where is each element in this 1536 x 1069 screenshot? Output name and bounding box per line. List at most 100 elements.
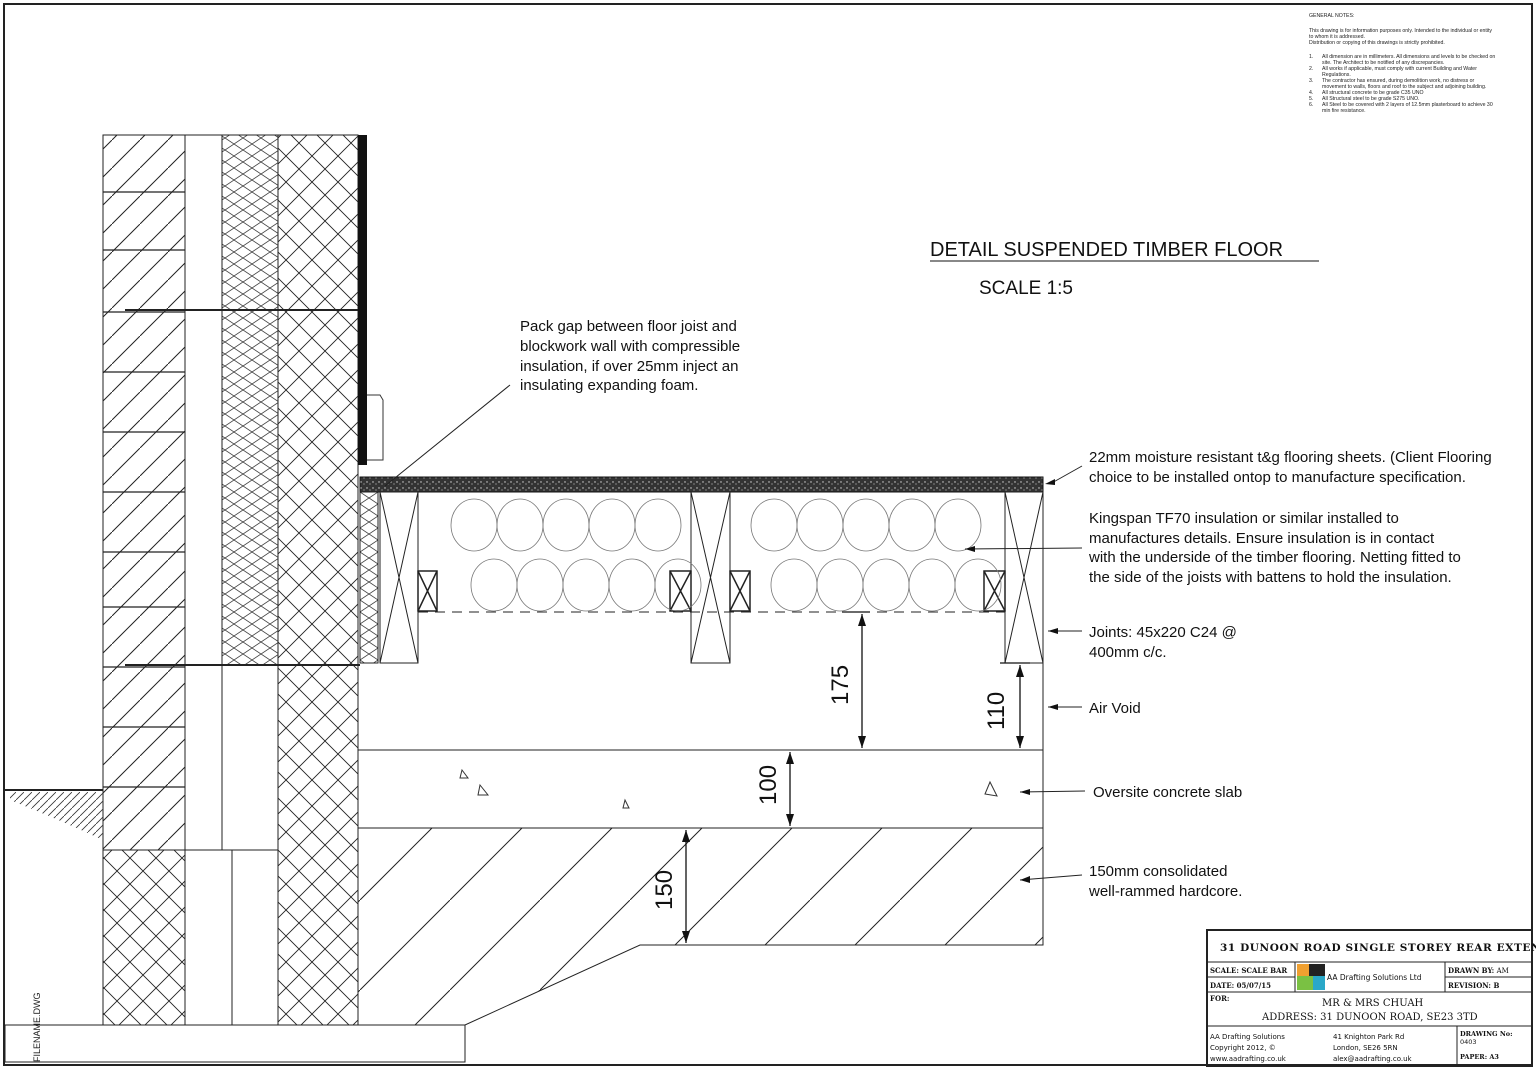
note-line: 3. bbox=[1309, 78, 1313, 84]
svg-text:with the underside of the timb: with the underside of the timber floorin… bbox=[1088, 549, 1461, 566]
dim-175: 175 bbox=[827, 665, 854, 705]
note-line: 6. bbox=[1309, 102, 1313, 108]
svg-text:insulating expanding foam.: insulating expanding foam. bbox=[520, 377, 698, 394]
insulation-loop bbox=[634, 498, 682, 552]
insulation-loop bbox=[450, 498, 498, 552]
svg-text:the side of the joists with ba: the side of the joists with battens to h… bbox=[1089, 569, 1452, 586]
joists bbox=[379, 491, 1044, 664]
concrete-slab bbox=[357, 749, 1044, 829]
dim-110: 110 bbox=[983, 692, 1010, 730]
tb-for: FOR: bbox=[1210, 994, 1229, 1003]
insulation-loop bbox=[750, 498, 798, 552]
dim-150: 150 bbox=[651, 870, 678, 910]
svg-text:blockwork wall with compressib: blockwork wall with compressible bbox=[520, 338, 740, 355]
annotation-pack-gap: Pack gap between floor joist and blockwo… bbox=[520, 318, 740, 394]
filename-label: FILENAME.DWG bbox=[32, 992, 42, 1062]
svg-text:150mm consolidated: 150mm consolidated bbox=[1089, 863, 1227, 880]
note-line: Regulations. bbox=[1322, 72, 1351, 78]
tb-footer-left: AA Drafting Solutions bbox=[1210, 1033, 1285, 1041]
tb-footer-mid: 41 Knighton Park Rd bbox=[1333, 1033, 1404, 1041]
tb-footer-left: www.aadrafting.co.uk bbox=[1210, 1055, 1287, 1063]
insulation-loop bbox=[608, 558, 656, 612]
annotation-insulation: Kingspan TF70 insulation or similar inst… bbox=[1088, 510, 1461, 586]
svg-text:Joints: 45x220 C24 @: Joints: 45x220 C24 @ bbox=[1089, 624, 1237, 641]
svg-text:manufactures details. Ensure i: manufactures details. Ensure insulation … bbox=[1089, 530, 1435, 547]
tb-revision: REVISION: B bbox=[1448, 981, 1499, 990]
svg-text:Kingspan TF70 insulation or si: Kingspan TF70 insulation or similar inst… bbox=[1089, 510, 1399, 527]
insulation-loop bbox=[770, 558, 818, 612]
tb-footer-mid: alex@aadrafting.co.uk bbox=[1333, 1055, 1413, 1063]
annotation-slab: Oversite concrete slab bbox=[1093, 784, 1242, 801]
insulation-loop bbox=[562, 558, 610, 612]
note-line: Distribution or copying of this drawings… bbox=[1309, 40, 1445, 46]
note-line: 2. bbox=[1309, 66, 1313, 72]
insulation-loop bbox=[796, 498, 844, 552]
note-line: All dimension are in millimeters. All di… bbox=[1322, 54, 1495, 60]
insulation-loop bbox=[516, 558, 564, 612]
insulation-loop bbox=[816, 558, 864, 612]
annotation-hardcore: 150mm consolidated well-rammed hardcore. bbox=[1088, 863, 1242, 900]
tb-drawing-no-label: DRAWING No: bbox=[1460, 1030, 1513, 1038]
annotation-flooring: 22mm moisture resistant t&g flooring she… bbox=[1089, 449, 1492, 486]
drawing-scale: SCALE 1:5 bbox=[979, 278, 1073, 299]
sheet-border bbox=[3, 3, 1533, 1066]
note-line: min fire resistance. bbox=[1322, 108, 1366, 114]
insulation-loop bbox=[542, 498, 590, 552]
note-line: The contractor has ensured, during demol… bbox=[1322, 78, 1475, 84]
note-line: All structural concrete to be grade C35 … bbox=[1322, 90, 1424, 96]
insulation-batts bbox=[450, 498, 1002, 612]
battens bbox=[417, 570, 1006, 612]
note-line: All Structural steel to be grade S275 UN… bbox=[1322, 96, 1419, 102]
note-line: 4. bbox=[1309, 90, 1313, 96]
tb-client: MR & MRS CHUAH bbox=[1322, 998, 1424, 1009]
project-title: 31 DUNOON ROAD SINGLE STOREY REAR EXTENS… bbox=[1220, 942, 1536, 954]
annotation-joists: Joints: 45x220 C24 @ 400mm c/c. bbox=[1089, 624, 1237, 661]
general-notes: GENERAL NOTES: This drawing is for inform… bbox=[1309, 13, 1495, 114]
svg-text:choice to be installed ontop t: choice to be installed ontop to manufact… bbox=[1089, 469, 1466, 486]
tb-drawn-by: DRAWN BY: AM bbox=[1448, 966, 1509, 975]
tb-paper: PAPER: A3 bbox=[1460, 1053, 1499, 1061]
tb-footer-left: Copyright 2012, © bbox=[1210, 1044, 1276, 1052]
cavity-wall bbox=[102, 134, 384, 1026]
insulation-loop bbox=[908, 558, 956, 612]
company-logo bbox=[1297, 964, 1325, 990]
tb-footer-mid: London, SE26 5RN bbox=[1333, 1044, 1398, 1052]
note-line: 5. bbox=[1309, 96, 1313, 102]
note-line: movement to walls, floors and roof to th… bbox=[1322, 84, 1486, 90]
note-line: This drawing is for information purposes… bbox=[1309, 28, 1492, 34]
note-line: All Steel to be covered with 2 layers of… bbox=[1322, 102, 1493, 108]
svg-text:well-rammed hardcore.: well-rammed hardcore. bbox=[1088, 883, 1242, 900]
drawing-title: DETAIL SUSPENDED TIMBER FLOOR bbox=[930, 239, 1283, 261]
flooring-sheets bbox=[359, 476, 1044, 493]
svg-text:insulation, if over 25mm injec: insulation, if over 25mm inject an bbox=[520, 358, 738, 375]
note-line: All works if applicable, must comply wit… bbox=[1322, 66, 1477, 72]
note-line: 1. bbox=[1309, 54, 1313, 60]
svg-text:22mm moisture resistant t&g fl: 22mm moisture resistant t&g flooring she… bbox=[1089, 449, 1492, 466]
tb-drawing-no: 0403 bbox=[1460, 1038, 1477, 1046]
tb-company: AA Drafting Solutions Ltd bbox=[1327, 973, 1422, 982]
note-line: site. The Architect to be notified of an… bbox=[1322, 60, 1444, 66]
insulation-loop bbox=[842, 498, 890, 552]
note-line: GENERAL NOTES: bbox=[1309, 13, 1354, 19]
insulation-loop bbox=[862, 558, 910, 612]
insulation-loop bbox=[954, 558, 1002, 612]
insulation-loop bbox=[934, 498, 982, 552]
dim-100: 100 bbox=[755, 765, 782, 805]
svg-text:400mm c/c.: 400mm c/c. bbox=[1089, 644, 1167, 661]
note-line: to whom it is addressed. bbox=[1309, 34, 1365, 40]
insulation-loop bbox=[588, 498, 636, 552]
insulation-loop bbox=[654, 558, 702, 612]
insulation-loop bbox=[496, 498, 544, 552]
leader-lines bbox=[384, 384, 1086, 881]
title-block bbox=[1206, 929, 1533, 1067]
ground-hatch bbox=[10, 792, 103, 840]
foundation bbox=[4, 1024, 466, 1063]
insulation-loop bbox=[470, 558, 518, 612]
compressible-insulation bbox=[359, 491, 379, 664]
insulation-loop bbox=[888, 498, 936, 552]
tb-date: DATE: 05/07/15 bbox=[1210, 981, 1271, 990]
tb-address: ADDRESS: 31 DUNOON ROAD, SE23 3TD bbox=[1261, 1012, 1478, 1023]
svg-text:Pack gap between floor joist a: Pack gap between floor joist and bbox=[520, 318, 737, 335]
tb-scale: SCALE: SCALE BAR bbox=[1210, 966, 1287, 975]
